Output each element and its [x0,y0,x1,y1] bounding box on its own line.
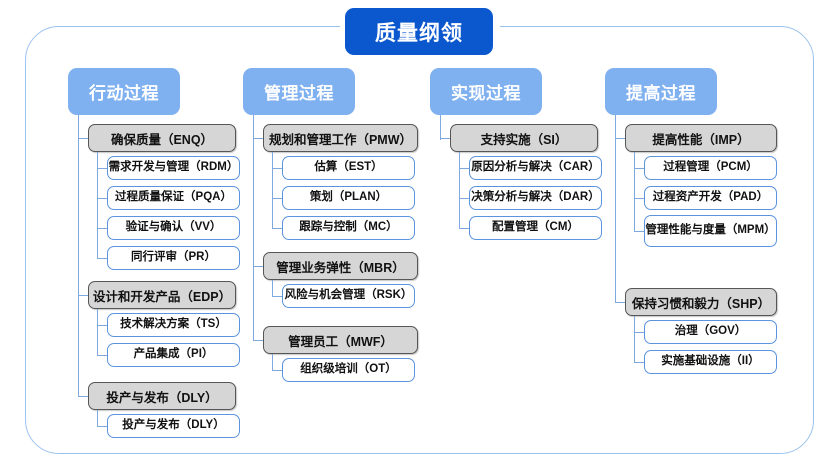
connector-imp-c1 [634,168,646,170]
connector-enq-c2 [97,198,109,200]
leaf-box-car[interactable]: 原因分析与解决（CAR） [469,156,602,180]
leaf-box-pad[interactable]: 过程资产开发（PAD） [644,186,777,210]
connector-col2-stem [253,115,255,140]
group-box-enq[interactable]: 确保质量（ENQ） [88,124,236,152]
connector-shp-spine [634,316,636,363]
connector-col3-stem [440,115,442,140]
group-box-edp[interactable]: 设计和开发产品（EDP） [88,281,236,309]
leaf-box-gov[interactable]: 治理（GOV） [644,320,777,344]
group-box-mbr[interactable]: 管理业务弹性（MBR） [263,252,418,280]
connector-si-c1 [459,168,471,170]
connector-mwf-c1 [272,370,284,372]
connector-col2-spine [253,138,255,340]
group-box-shp[interactable]: 保持习惯和毅力（SHP） [625,288,777,316]
connector-col3-g1 [440,138,452,140]
connector-dly-c1 [97,426,109,428]
leaf-box-pi[interactable]: 产品集成（PI） [107,343,240,367]
leaf-box-pqa[interactable]: 过程质量保证（PQA） [107,186,240,210]
connector-pmw-c3 [272,228,284,230]
leaf-box-mpm[interactable]: 管理性能与度量（MPM） [644,215,777,247]
group-box-dly[interactable]: 投产与发布（DLY） [88,382,236,410]
connector-col1-spine [78,138,80,396]
connector-col2-g3 [253,340,265,342]
connector-pmw-spine [272,152,274,229]
connector-enq-c3 [97,228,109,230]
connector-imp-c3 [634,231,646,233]
connector-shp-c2 [634,362,646,364]
connector-enq-c4 [97,258,109,260]
column-header-management[interactable]: 管理过程 [243,68,355,115]
leaf-box-est[interactable]: 估算（EST） [282,156,415,180]
leaf-box-cm[interactable]: 配置管理（CM） [469,216,602,240]
leaf-box-pr[interactable]: 同行评审（PR） [107,246,240,270]
leaf-box-plan[interactable]: 策划（PLAN） [282,186,415,210]
connector-enq-spine [97,152,99,258]
connector-pmw-c2 [272,198,284,200]
leaf-box-rsk[interactable]: 风险与机会管理（RSK） [282,284,415,308]
column-header-improvement[interactable]: 提高过程 [605,68,717,115]
connector-col1-stem [78,115,80,140]
connector-col2-g1 [253,138,265,140]
group-box-pmw[interactable]: 规划和管理工作（PMW） [263,124,418,152]
leaf-box-dar[interactable]: 决策分析与解决（DAR） [469,186,602,210]
connector-shp-c1 [634,332,646,334]
connector-edp-spine [97,309,99,356]
connector-edp-c2 [97,355,109,357]
connector-imp-spine [634,152,636,231]
column-header-implementation[interactable]: 实现过程 [430,68,542,115]
connector-mbr-c1 [272,296,284,298]
leaf-box-ts[interactable]: 技术解决方案（TS） [107,313,240,337]
connector-col4-g2 [615,302,627,304]
connector-col4-g1 [615,138,627,140]
connector-mwf-spine [272,354,274,371]
leaf-box-vv[interactable]: 验证与确认（VV） [107,216,240,240]
leaf-box-ot[interactable]: 组织级培训（OT） [282,358,415,382]
connector-dly-spine [97,410,99,427]
leaf-box-rdm[interactable]: 需求开发与管理（RDM） [107,156,240,180]
connector-pmw-c1 [272,168,284,170]
connector-imp-c2 [634,198,646,200]
group-box-mwf[interactable]: 管理员工（MWF） [263,326,418,354]
group-box-si[interactable]: 支持实施（SI） [450,124,598,152]
group-box-imp[interactable]: 提高性能（IMP） [625,124,777,152]
root-title: 质量纲领 [345,8,493,55]
connector-col1-g1 [78,138,90,140]
connector-mbr-spine [272,280,274,297]
leaf-box-mc[interactable]: 跟踪与控制（MC） [282,216,415,240]
leaf-box-pcm[interactable]: 过程管理（PCM） [644,156,777,180]
connector-col1-g2 [78,295,90,297]
connector-col1-g3 [78,396,90,398]
column-header-action[interactable]: 行动过程 [68,68,180,115]
connector-col4-spine [615,138,617,302]
connector-si-c3 [459,228,471,230]
connector-si-spine [459,152,461,229]
connector-si-c2 [459,198,471,200]
connector-enq-c1 [97,168,109,170]
leaf-box-dly-child[interactable]: 投产与发布（DLY） [107,414,240,438]
connector-col2-g2 [253,266,265,268]
connector-col4-stem [615,115,617,140]
connector-edp-c1 [97,325,109,327]
leaf-box-ii[interactable]: 实施基础设施（II） [644,350,777,374]
